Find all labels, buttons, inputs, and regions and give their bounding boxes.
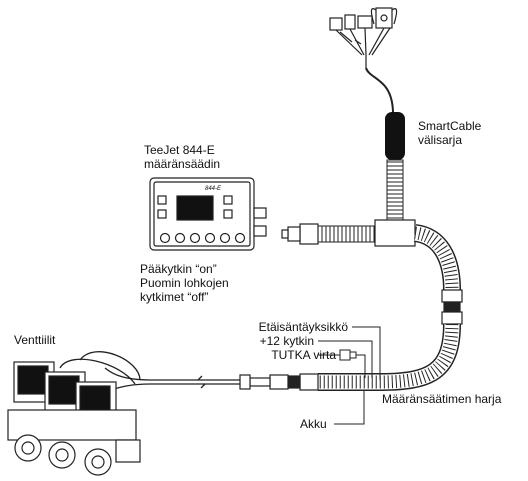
switches-label: Pääkytkin “on” Puomin lohkojen kytkimet … (140, 262, 229, 304)
radar-connector (339, 349, 357, 361)
remote-label: Etäisäntäyksikkö (258, 320, 348, 334)
harness-connector (441, 289, 463, 325)
harness-left-connectors (239, 373, 319, 391)
console-label-line1: TeeJet 844-E (144, 143, 215, 157)
smartcable-body (385, 112, 405, 160)
smartcable-label-line2: välisarja (418, 133, 463, 147)
top-connectors (329, 7, 398, 68)
tee-junction (374, 219, 416, 247)
ignition-label: +12 kytkin (259, 334, 314, 348)
harness-label: Määränsäätimen harja (382, 392, 502, 406)
console-label: TeeJet 844-E määränsäädin (144, 143, 220, 171)
valves-label: Venttiilit (14, 333, 56, 347)
vertical-corrugated (386, 159, 404, 221)
smartcable-label: SmartCable välisarja (418, 119, 481, 147)
valve-assembly (7, 361, 141, 476)
console-logo: 844-E (205, 186, 222, 192)
radar-label: TUTKA virta (271, 348, 336, 362)
console-label-line2: määränsäädin (144, 157, 221, 171)
switches-label-line3: kytkimet “off” (140, 290, 209, 304)
left-end-connector (281, 223, 319, 245)
left-corrugated (317, 225, 376, 243)
console-unit (149, 177, 267, 251)
switches-label-line2: Puomin lohkojen (140, 276, 229, 290)
leader-lines (318, 326, 381, 425)
top-cable (365, 67, 394, 113)
battery-label: Akku (300, 417, 327, 431)
switches-label-line1: Pääkytkin “on” (140, 262, 217, 276)
smartcable-label-line1: SmartCable (418, 119, 482, 133)
